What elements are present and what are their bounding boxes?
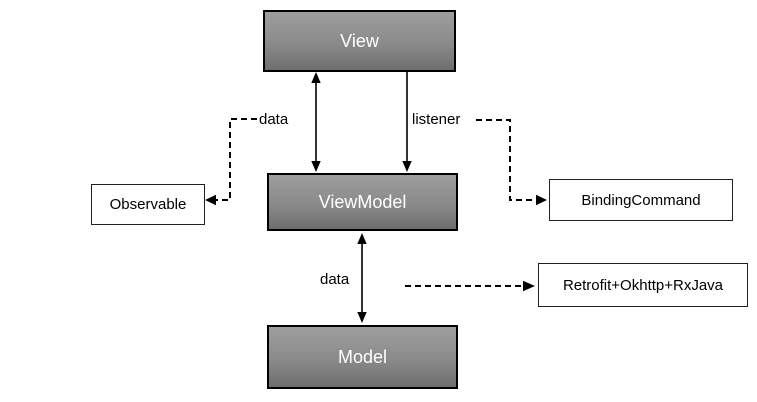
observable-box: Observable: [91, 184, 205, 225]
retrofit-okhttp-rxjava-box-label: Retrofit+Okhttp+RxJava: [562, 276, 724, 294]
retrofit-okhttp-rxjava-box: Retrofit+Okhttp+RxJava: [538, 263, 748, 307]
listener-to-bindingcommand-arrow: [476, 119, 547, 206]
viewmodel-model-double-arrow: [357, 233, 367, 323]
edge-label-listener: listener: [412, 111, 461, 129]
data-to-observable-arrow: [205, 118, 257, 206]
view-box: View: [263, 10, 456, 72]
bindingcommand-box: BindingCommand: [549, 179, 733, 221]
viewmodel-box: ViewModel: [267, 173, 458, 231]
observable-box-label: Observable: [109, 196, 187, 213]
view-viewmodel-listener-arrow: [402, 71, 412, 172]
viewmodel-box-label: ViewModel: [318, 191, 407, 212]
model-to-network-arrow: [405, 280, 535, 292]
view-box-label: View: [340, 30, 379, 51]
view-viewmodel-double-arrow: [311, 72, 321, 172]
model-box: Model: [267, 325, 458, 389]
bindingcommand-box-label: BindingCommand: [581, 191, 701, 209]
edge-label-data-middle: data: [320, 271, 350, 289]
edge-label-data-top: data: [259, 111, 289, 129]
model-box-label: Model: [337, 346, 388, 367]
